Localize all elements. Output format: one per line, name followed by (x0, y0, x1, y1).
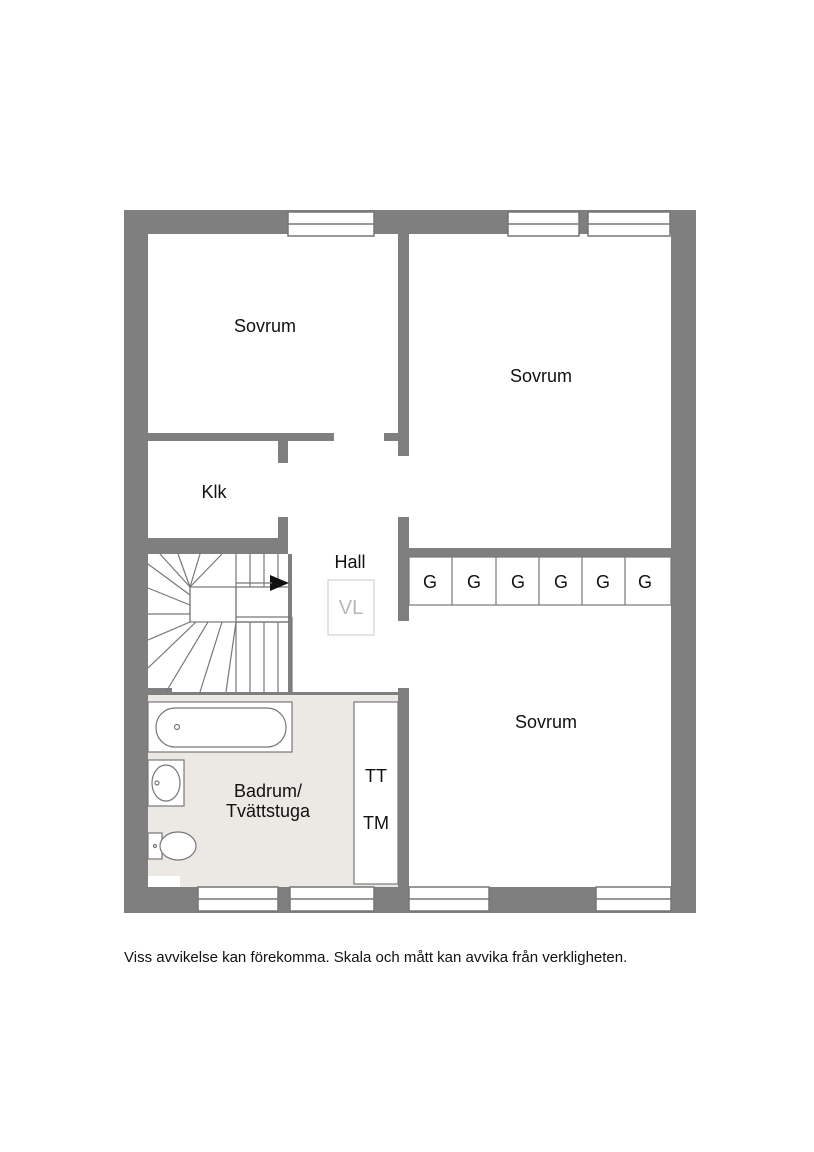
window (287, 211, 375, 237)
toilet-icon (147, 831, 197, 861)
vl-box (327, 579, 375, 636)
bathtub-icon (147, 701, 293, 753)
label-tt: TT (365, 766, 387, 786)
window (197, 886, 279, 912)
wardrobe-label: G (596, 572, 610, 592)
room-label-tvattstuga: Tvättstuga (226, 801, 311, 821)
vl-label: VL (339, 597, 363, 619)
window (289, 886, 375, 912)
disclaimer-text: Viss avvikelse kan förekomma. Skala och … (124, 949, 628, 966)
stair-arrow-icon (270, 575, 289, 591)
room-label-klk: Klk (201, 482, 227, 502)
laundry-cabinet (353, 701, 399, 885)
window (408, 886, 490, 912)
window (595, 886, 672, 912)
interior-walls (148, 234, 671, 887)
room-label-hall: Hall (334, 552, 365, 572)
room-label-sovrum: Sovrum (510, 366, 572, 386)
sink-icon (147, 759, 185, 807)
room-label-badrum: Badrum/ (234, 781, 302, 801)
room-label-sovrum: Sovrum (234, 316, 296, 336)
staircase (147, 553, 293, 693)
wardrobe-label: G (511, 572, 525, 592)
window (587, 211, 671, 237)
label-tm: TM (363, 813, 389, 833)
wardrobe-label: G (423, 572, 437, 592)
wardrobe-label: G (638, 572, 652, 592)
wardrobe-label: G (467, 572, 481, 592)
window (507, 211, 580, 237)
wardrobes (408, 556, 672, 606)
wardrobe-label: G (554, 572, 568, 592)
wardrobe-labels: G G G G G G (423, 572, 652, 592)
windows (197, 211, 672, 912)
room-label-sovrum: Sovrum (515, 712, 577, 732)
